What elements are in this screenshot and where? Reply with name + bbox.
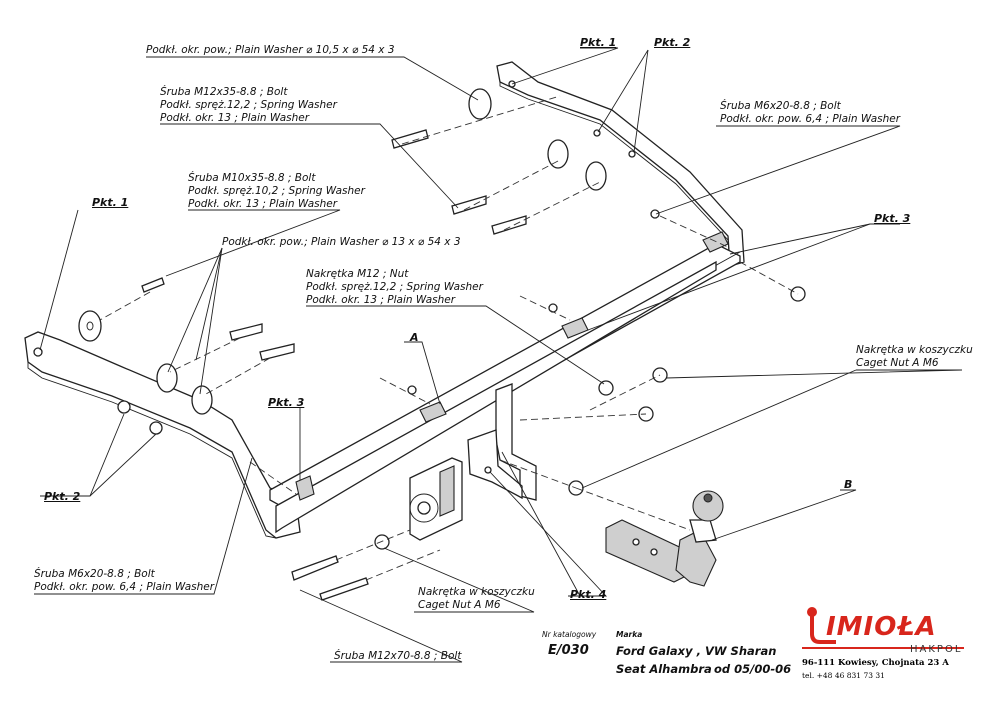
- leader-lines: [34, 47, 963, 663]
- label-group-caget-nut-bottom: Nakrętka w koszyczku Caget Nut A M6: [418, 586, 535, 612]
- socket-plate: [409, 457, 463, 541]
- years: od 05/00-06: [714, 662, 792, 676]
- label-caget-nut-en-right: Caget Nut A M6: [856, 357, 939, 369]
- catalog-number: E/030: [548, 643, 589, 658]
- label-caget-nut-pl-right: Nakrętka w koszyczku: [856, 344, 973, 356]
- logo-hook-icon: [802, 607, 964, 649]
- company-address: 96-111 Kowiesy, Chojnata 23 A: [802, 658, 949, 668]
- label-spring-washer-102: Podkł. spręż.10,2 ; Spring Washer: [188, 185, 365, 197]
- company-phone: tel. +48 46 831 73 31: [802, 671, 885, 680]
- label-plain-washer-64-top: Podkł. okr. pow. 6,4 ; Plain Washer: [720, 113, 901, 125]
- catalog-label: Nr katalogowy: [542, 630, 597, 639]
- make-line2: Seat Alhambra: [616, 662, 712, 676]
- point-pkt2-left: Pkt. 2: [44, 490, 81, 503]
- right-washers: [391, 88, 660, 235]
- point-pkt4: Pkt. 4: [570, 588, 607, 601]
- label-spring-washer-122-b: Podkł. spręż.12,2 ; Spring Washer: [306, 281, 483, 293]
- label-plain-washer-105: Podkł. okr. pow.; Plain Washer ⌀ 10,5 x …: [146, 44, 395, 56]
- company-logo: IMIOŁA: [826, 612, 937, 642]
- long-bolts: [291, 555, 369, 601]
- label-plain-washer-13-c: Podkł. okr. 13 ; Plain Washer: [306, 294, 456, 306]
- label-part-b: B: [844, 478, 853, 491]
- point-pkt3-right: Pkt. 3: [874, 212, 911, 225]
- point-pkt3-left: Pkt. 3: [268, 396, 305, 409]
- label-plain-washer-13x54: Podkł. okr. pow.; Plain Washer ⌀ 13 x ⌀ …: [222, 236, 461, 248]
- label-bolt-m10x35: Śruba M10x35-8.8 ; Bolt: [188, 172, 316, 184]
- label-plain-washer-13-a: Podkł. okr. 13 ; Plain Washer: [160, 112, 310, 124]
- point-pkt1-left: Pkt. 1: [92, 196, 129, 209]
- center-bracket: [467, 383, 537, 501]
- label-plain-washer-13-b: Podkł. okr. 13 ; Plain Washer: [188, 198, 338, 210]
- label-bolt-m6x20-top: Śruba M6x20-8.8 ; Bolt: [720, 100, 841, 112]
- company-sub: HAKPOL: [910, 644, 963, 655]
- right-side-bracket: [496, 61, 745, 267]
- label-bolt-m12x35: Śruba M12x35-8.8 ; Bolt: [160, 86, 288, 98]
- label-group-m6x20-top: Śruba M6x20-8.8 ; Bolt Podkł. okr. pow. …: [720, 100, 900, 126]
- label-group-m12-nut: Nakrętka M12 ; Nut Podkł. spręż.12,2 ; S…: [306, 268, 483, 307]
- label-group-m10x35: Śruba M10x35-8.8 ; Bolt Podkł. spręż.10,…: [188, 172, 365, 211]
- left-side-bracket: [24, 331, 301, 539]
- label-part-a: A: [410, 331, 419, 344]
- label-nut-m12: Nakrętka M12 ; Nut: [306, 268, 409, 280]
- label-bolt-m6x20-bottom: Śruba M6x20-8.8 ; Bolt: [34, 568, 155, 580]
- tow-ball: [605, 490, 724, 587]
- label-caget-nut-pl-bottom: Nakrętka w koszyczku: [418, 586, 535, 598]
- left-washers: [78, 277, 295, 415]
- label-spring-washer-122-a: Podkł. spręż.12,2 ; Spring Washer: [160, 99, 337, 111]
- label-bolt-m12x70: Śruba M12x70-8.8 ; Bolt: [334, 650, 462, 662]
- make-line1: Ford Galaxy , VW Sharan: [616, 644, 777, 658]
- assembly-lines: [99, 95, 799, 581]
- label-group-caget-nut-right: Nakrętka w koszyczku Caget Nut A M6: [856, 344, 973, 370]
- label-plain-washer-64-bottom: Podkł. okr. pow. 6,4 ; Plain Washer: [34, 581, 215, 593]
- point-pkt1-top: Pkt. 1: [580, 36, 617, 49]
- label-caget-nut-en-bottom: Caget Nut A M6: [418, 599, 501, 611]
- point-pkt2-top: Pkt. 2: [654, 36, 691, 49]
- label-group-m6x20-bottom: Śruba M6x20-8.8 ; Bolt Podkł. okr. pow. …: [34, 568, 214, 594]
- make-label: Marka: [616, 630, 643, 639]
- label-group-m12x35: Śruba M12x35-8.8 ; Bolt Podkł. spręż.12,…: [160, 86, 337, 125]
